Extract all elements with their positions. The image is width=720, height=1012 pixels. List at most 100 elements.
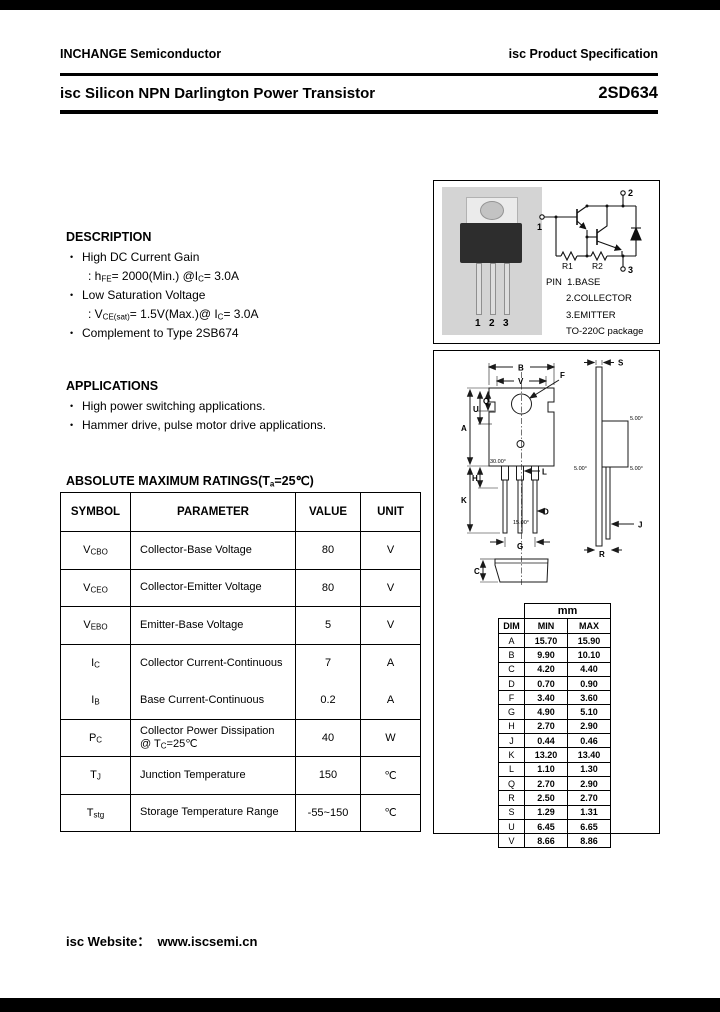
dim-max: 0.46 [567,733,611,749]
dim-min: 13.20 [524,747,568,763]
package-lead [504,263,510,315]
isc-brand: isc [508,47,527,61]
dim-max: 3.60 [567,690,611,706]
col-parameter: PARAMETER [130,492,296,532]
dim-letter: K [498,747,525,763]
ratings-symbol: IC [60,643,131,682]
isc-brand: isc [60,85,81,102]
description-item: : VCE(sat)= 1.5V(Max.)@ IC= 3.0A [66,307,426,326]
dim-max: 1.30 [567,761,611,777]
dim-label-B: B [518,364,524,373]
darlington-schematic-svg: 1 2 3 R1 R2 [537,188,642,275]
ratings-unit: V [360,531,421,570]
ratings-parameter: Base Current-Continuous [130,681,296,720]
ratings-parameter: Collector Power Dissipation@ TC=25℃ [130,718,296,757]
dim-table-unit: mm [524,603,611,619]
description-item: : hFE= 2000(Min.) @IC= 3.0A [66,269,426,288]
mounting-hole [480,201,504,220]
application-item: •High power switching applications. [66,399,426,418]
angle-label-15deg: 15.00° [513,520,529,526]
ratings-value: 40 [295,718,361,757]
dim-label-S: S [618,359,624,368]
dim-label-V: V [518,377,524,386]
ratings-value: 80 [295,568,361,607]
ratings-unit: ℃ [360,793,421,832]
dim-letter: R [498,790,525,806]
dim-max: 15.90 [567,632,611,649]
ratings-parameter: Junction Temperature [130,756,296,795]
package-lead [490,263,496,315]
description-section: DESCRIPTION •High DC Current Gain : hFE=… [66,230,426,345]
description-item: •Low Saturation Voltage [66,288,426,307]
photo-pin-label: 3 [503,318,509,329]
ratings-symbol: VCEO [60,568,131,607]
description-heading: DESCRIPTION [66,230,152,244]
dim-label-A: A [461,424,467,433]
dim-min: 9.90 [524,647,568,663]
dim-label-F: F [560,371,565,380]
part-number: 2SD634 [598,84,658,102]
col-unit: UNIT [360,492,421,532]
dim-letter: S [498,804,525,820]
description-item: •Complement to Type 2SB674 [66,326,426,345]
ratings-parameter: Storage Temperature Range [130,793,296,832]
dim-letter: F [498,690,525,706]
schematic-pin1-label: 1 [537,222,542,232]
pin-caption-line: PIN 1.BASE [546,277,601,288]
package-tab [466,197,518,225]
ratings-parameter: Collector-Emitter Voltage [130,568,296,607]
ratings-symbol: IB [60,681,131,720]
dimension-drawing-svg: B V F Q U A H K L D G C S J R 30.00° 15.… [461,359,643,587]
dim-min: 1.10 [524,761,568,777]
dim-label-K: K [461,496,467,505]
title-divider [60,110,658,114]
dim-min: 4.90 [524,704,568,720]
dim-label-Q: Q [483,397,489,406]
dim-label-D: D [543,508,549,517]
dim-max: 13.40 [567,747,611,763]
ratings-parameter: Collector Current-Continuous [130,643,296,682]
package-box: 1 2 3 [433,180,660,344]
dim-min: 2.70 [524,775,568,792]
ratings-symbol: PC [60,718,131,757]
schematic-pin2-label: 2 [628,188,633,198]
dim-letter: Q [498,775,525,792]
dim-max: 2.70 [567,790,611,806]
application-item-text: High power switching applications. [82,399,266,413]
package-lead [476,263,482,315]
title-bar: isc Silicon NPN Darlington Power Transis… [60,84,658,103]
dim-letter: H [498,718,525,735]
dim-max: 2.90 [567,775,611,792]
angle-label-5deg: 5.00° [630,416,643,422]
dim-label-U: U [473,405,479,414]
dim-table-header-row: DIM MIN MAX [498,618,611,634]
dimensions-box: B V F Q U A H K L D G C S J R 30.00° 15.… [433,350,660,849]
page-title-text: Silicon NPN Darlington Power Transistor [80,85,376,102]
dim-max: 2.90 [567,718,611,735]
dim-min: 2.70 [524,718,568,735]
ratings-value: 7 [295,643,361,682]
angle-label-5deg: 5.00° [630,466,643,472]
dim-letter: V [498,833,525,849]
